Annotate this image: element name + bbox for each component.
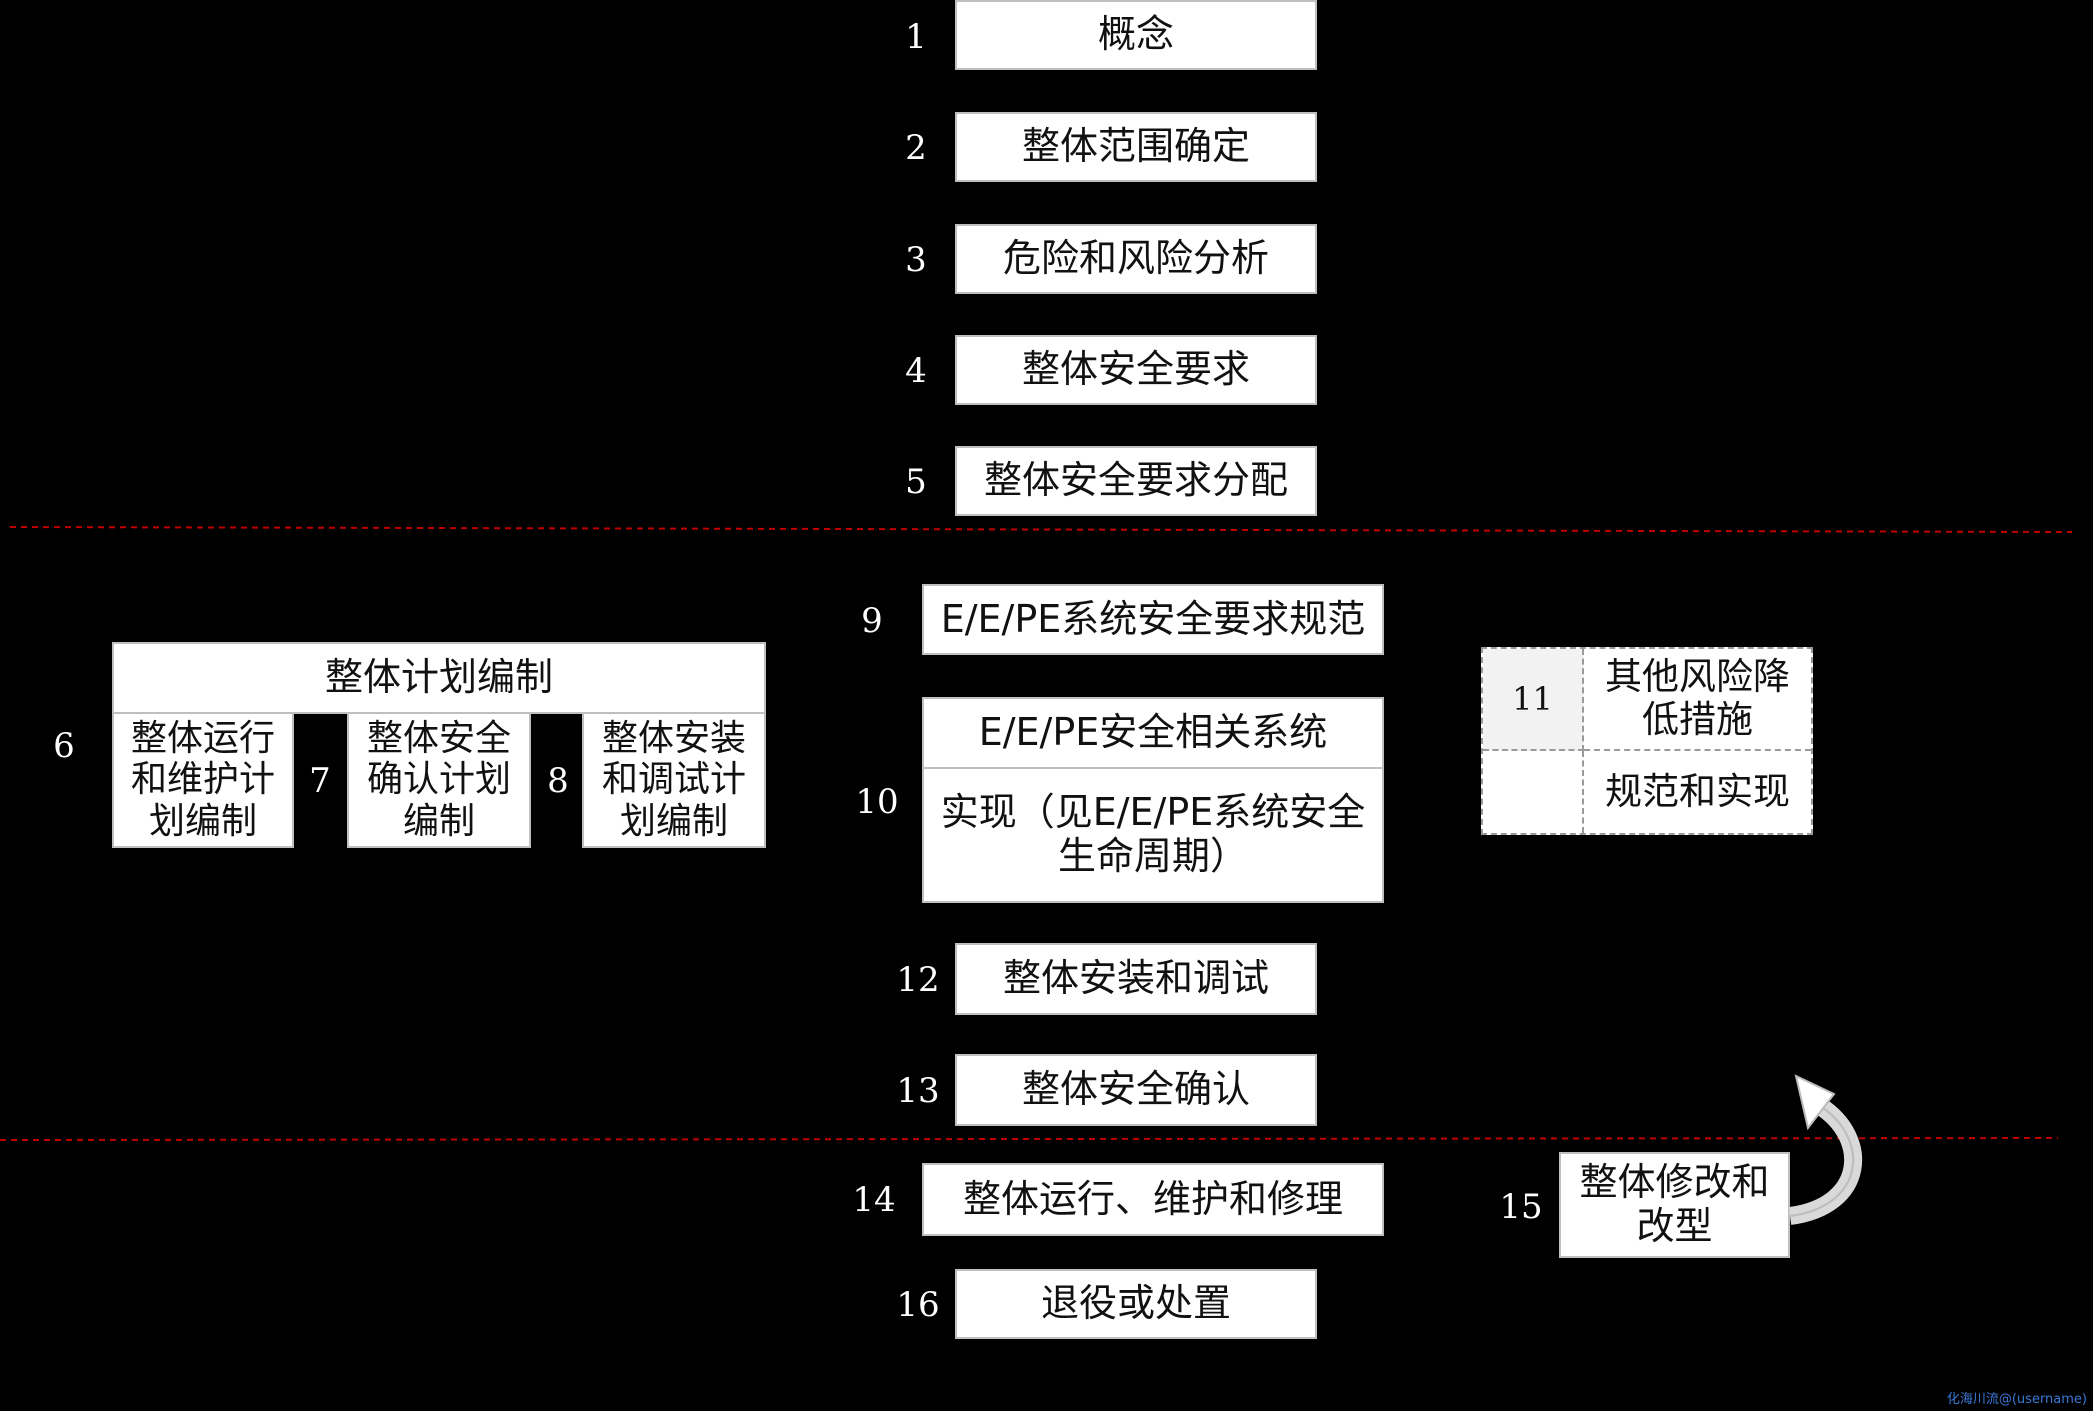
- step-number-10: 10: [855, 782, 899, 822]
- step-number-2: 2: [905, 128, 927, 168]
- step-box-safety-requirements-allocation: 整体安全要求分配: [955, 446, 1317, 516]
- step-number-14: 14: [852, 1180, 896, 1220]
- step-number-15: 15: [1499, 1187, 1543, 1227]
- step-box-other-risk-reduction-body: 规范和实现: [1605, 769, 1790, 813]
- step-box-hazard-risk-analysis: 危险和风险分析: [955, 224, 1317, 294]
- step-box-other-risk-reduction: 11 其他风险降 低措施 规范和实现: [1481, 647, 1813, 835]
- step-box-decommissioning-disposal: 退役或处置: [955, 1269, 1317, 1339]
- step-number-11: 11: [1483, 649, 1584, 751]
- step-box-installation-commissioning: 整体安装和调试: [955, 943, 1317, 1015]
- step-box-other-risk-reduction-empty-cell: [1483, 751, 1584, 833]
- step-box-installation-commissioning-planning: 整体安装 和调试计 划编制: [582, 712, 766, 848]
- step-box-modification-retrofit: 整体修改和 改型: [1559, 1152, 1790, 1258]
- return-arrow-icon: [1788, 1074, 1862, 1225]
- step-box-safety-validation: 整体安全确认: [955, 1054, 1317, 1126]
- phase-divider-upper: [9, 526, 2073, 533]
- planning-group-header: 整体计划编制: [112, 642, 766, 714]
- step-box-other-risk-reduction-title: 其他风险降 低措施: [1584, 649, 1811, 751]
- step-box-overall-scope: 整体范围确定: [955, 112, 1317, 182]
- step-number-1: 1: [905, 17, 927, 57]
- step-number-5: 5: [905, 462, 927, 502]
- step-number-8: 8: [547, 761, 569, 801]
- step-box-eepe-safety-related-systems-title: E/E/PE安全相关系统: [922, 697, 1384, 769]
- step-box-overall-safety-requirements: 整体安全要求: [955, 335, 1317, 405]
- step-number-13: 13: [896, 1071, 940, 1111]
- phase-divider-lower: [0, 1137, 2059, 1141]
- step-number-7: 7: [309, 761, 331, 801]
- step-box-operation-maintenance-repair: 整体运行、维护和修理: [922, 1163, 1384, 1236]
- step-number-12: 12: [896, 960, 940, 1000]
- step-number-4: 4: [905, 351, 927, 391]
- step-box-safety-validation-planning: 整体安全 确认计划 编制: [347, 712, 531, 848]
- step-box-operation-maintenance-planning: 整体运行 和维护计 划编制: [112, 712, 294, 848]
- step-number-3: 3: [905, 240, 927, 280]
- watermark-text: 化海川流@(username): [1946, 1392, 2087, 1407]
- step-number-6: 6: [53, 726, 75, 766]
- step-number-9: 9: [861, 601, 883, 641]
- step-box-concept: 概念: [955, 0, 1317, 70]
- step-box-eepe-safety-requirements-spec: E/E/PE系统安全要求规范: [922, 584, 1384, 655]
- step-number-16: 16: [896, 1285, 940, 1325]
- step-box-eepe-realisation: 实现（见E/E/PE系统安全 生命周期）: [922, 767, 1384, 903]
